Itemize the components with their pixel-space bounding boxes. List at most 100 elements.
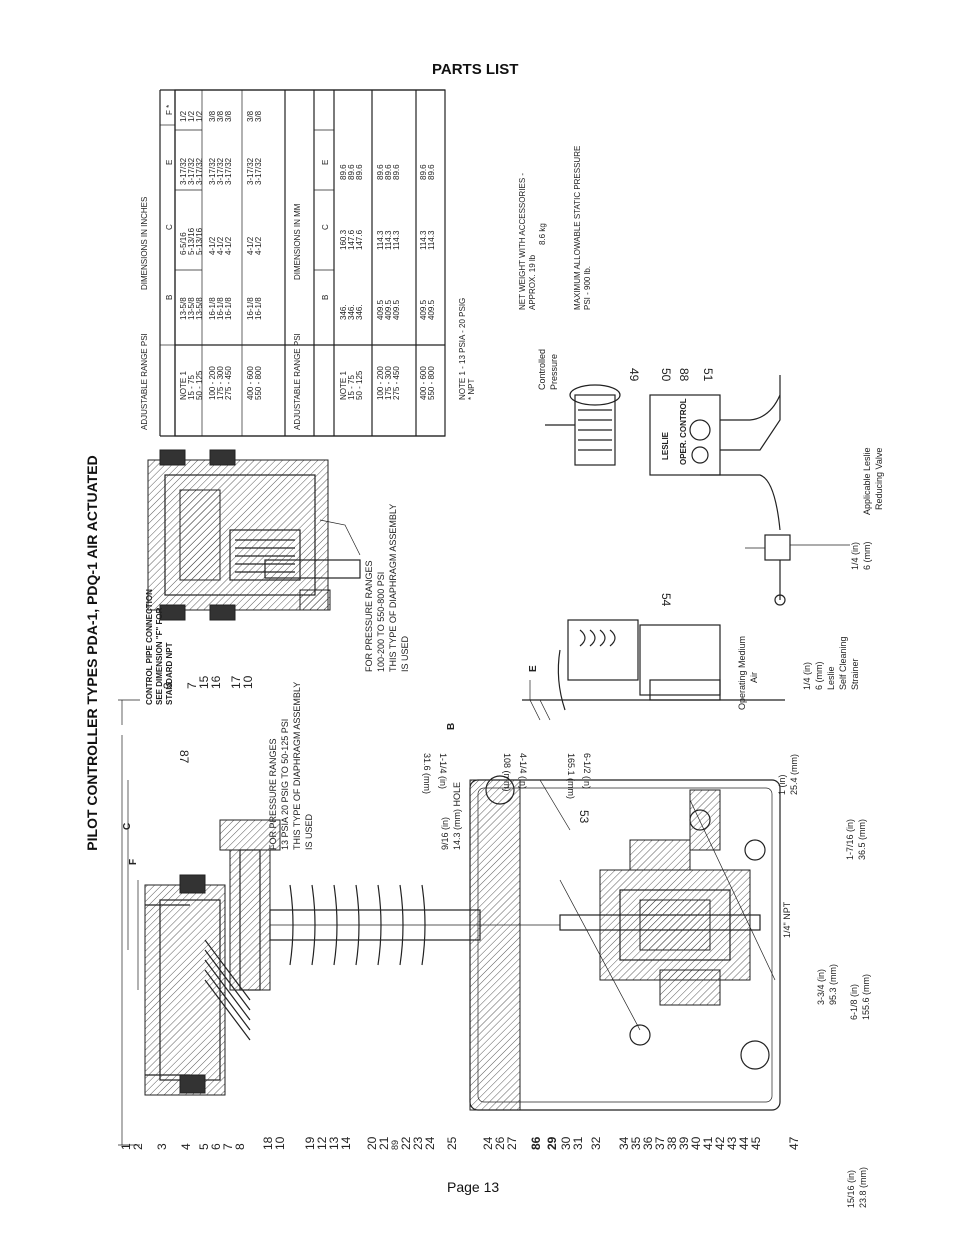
part-number: 24 xyxy=(481,1136,495,1150)
range-cell: 100 - 200 xyxy=(376,366,385,400)
part-number: 2 xyxy=(131,1143,145,1150)
e-cell: 89.6 xyxy=(355,164,364,180)
range-header: ADJUSTABLE RANGE PSI xyxy=(140,333,149,430)
f-cell: 1/2 xyxy=(195,110,204,122)
part-number: 36 xyxy=(641,1136,655,1150)
strainer-2: 6 (mm) xyxy=(814,662,824,691)
weight-line-1: NET WEIGHT WITH ACCESSORIES - xyxy=(518,173,527,310)
range-cell: 400 - 600 xyxy=(419,366,428,400)
operating-medium-2: Air xyxy=(749,672,759,683)
part-number: 6 xyxy=(209,1143,223,1150)
c-cell: 4-1/2 xyxy=(216,236,225,255)
e-cell: 89.6 xyxy=(419,164,428,180)
c-cell: 114.3 xyxy=(427,230,436,250)
weight-line-3: 8.6 kg xyxy=(538,223,547,245)
controlled-pressure-1: Controlled xyxy=(537,349,547,390)
dim-1-in: 1 (in) xyxy=(777,774,787,795)
part-number: 30 xyxy=(559,1136,573,1150)
part-number: 21 xyxy=(377,1136,391,1150)
dim-15-16: 15/16 (in) xyxy=(846,1170,856,1208)
part-number: 24 xyxy=(423,1136,437,1150)
b-cell: 409.5 xyxy=(376,299,385,320)
range-cell: 175 - 300 xyxy=(216,366,225,400)
controlled-pressure-2: Pressure xyxy=(549,354,559,390)
operating-medium-1: Operating Medium xyxy=(737,636,747,710)
control-pipe-label-3: STANDARD NPT xyxy=(165,642,174,705)
b-cell: 346. xyxy=(347,304,356,320)
b-cell: 346. xyxy=(355,304,364,320)
part-number: 43 xyxy=(725,1136,739,1150)
c-cell: 114.3 xyxy=(392,230,401,250)
part-number: 3 xyxy=(155,1143,169,1150)
part-number: 10 xyxy=(241,675,255,689)
part-number: 53 xyxy=(577,810,591,824)
c-cell: 114.3 xyxy=(376,230,385,250)
dim-3-3-4-mm: 95.3 (mm) xyxy=(828,964,838,1005)
part-number: 25 xyxy=(445,1136,459,1150)
range-low-3: THIS TYPE OF DIAPHRAGM ASSEMBLY xyxy=(292,682,302,850)
strainer-3: Leslie xyxy=(826,666,836,690)
b-cell: 16-1/8 xyxy=(254,297,263,320)
e-cell: 89.6 xyxy=(376,164,385,180)
range-high-1: FOR PRESSURE RANGES xyxy=(364,560,374,672)
parts-table xyxy=(159,89,446,437)
part-number: 38 xyxy=(665,1136,679,1150)
part-number: 4 xyxy=(179,1143,193,1150)
c-cell: 147.6 xyxy=(347,229,356,250)
part-number: 29 xyxy=(545,1136,559,1150)
col-f-header: F * xyxy=(165,105,174,115)
dim-1-1-4-mm: 31.6 (mm) xyxy=(422,753,432,794)
range-low-2: 13 PSIA 20 PSIG TO 50-125 PSI xyxy=(280,719,290,850)
dim-9-16-mm: 14.3 (mm) HOLE xyxy=(452,782,462,850)
part-number: 51 xyxy=(701,368,715,382)
c-cell: 5-13/16 xyxy=(195,227,204,255)
control-pipe-label-1: CONTROL PIPE CONNECTION xyxy=(145,589,154,705)
dim-letter-b: B xyxy=(446,723,457,730)
e-cell: 3-17/32 xyxy=(246,157,255,185)
part-number: 3 xyxy=(161,682,175,689)
b-cell: 13-5/8 xyxy=(195,297,204,320)
col-e-header-mm: E xyxy=(321,160,330,165)
range-cell: 50 - 125 xyxy=(195,370,204,400)
part-number: 41 xyxy=(701,1136,715,1150)
note-1: NOTE 1 - 13 PSIA - 20 PSIG xyxy=(458,298,467,400)
b-cell: 409.5 xyxy=(427,299,436,320)
e-cell: 3-17/32 xyxy=(224,157,233,185)
part-number: 14 xyxy=(339,1136,353,1150)
part-number: 16 xyxy=(209,675,223,689)
dim-4-1-4-mm: 108 (mm) xyxy=(502,753,512,792)
b-cell: 13-5/8 xyxy=(187,297,196,320)
range-cell: 400 - 600 xyxy=(246,366,255,400)
range-cell: NOTE 1 xyxy=(179,371,188,400)
control-pipe-label-2: SEE DIMENSION "F" FOR xyxy=(155,607,164,705)
controller-section-drawing xyxy=(118,375,850,1146)
part-number: 7 xyxy=(185,682,199,689)
range-low-4: IS USED xyxy=(304,813,314,850)
col-c-header-mm: C xyxy=(321,224,330,230)
tube-1: 1/4 (in) xyxy=(850,542,860,570)
part-number: 26 xyxy=(493,1136,507,1150)
c-cell: 4-1/2 xyxy=(208,236,217,255)
f-cell: 3/8 xyxy=(216,110,225,122)
oper-control-label: OPER. CONTROL xyxy=(679,398,688,465)
dim-letter-e: E xyxy=(528,665,539,672)
part-number: 7 xyxy=(221,1143,235,1150)
part-number: 12 xyxy=(315,1136,329,1150)
part-number: 19 xyxy=(303,1136,317,1150)
part-number: 47 xyxy=(787,1136,801,1150)
part-number: 49 xyxy=(627,368,641,382)
note-npt: * NPT xyxy=(467,379,476,400)
part-number: 20 xyxy=(365,1136,379,1150)
c-cell: 147.6 xyxy=(355,229,364,250)
dim-6-1-2: 6-1/2 (in) xyxy=(582,753,592,789)
e-cell: 3-17/32 xyxy=(208,157,217,185)
c-cell: 114.3 xyxy=(384,230,393,250)
part-number: 15 xyxy=(197,675,211,689)
b-cell: 16-1/8 xyxy=(224,297,233,320)
e-cell: 89.6 xyxy=(384,164,393,180)
dim-6-1-8-mm: 155.6 (mm) xyxy=(861,974,871,1020)
e-cell: 3-17/32 xyxy=(216,157,225,185)
part-number: 87 xyxy=(177,750,191,764)
range-cell: 15 - 75 xyxy=(187,375,196,400)
